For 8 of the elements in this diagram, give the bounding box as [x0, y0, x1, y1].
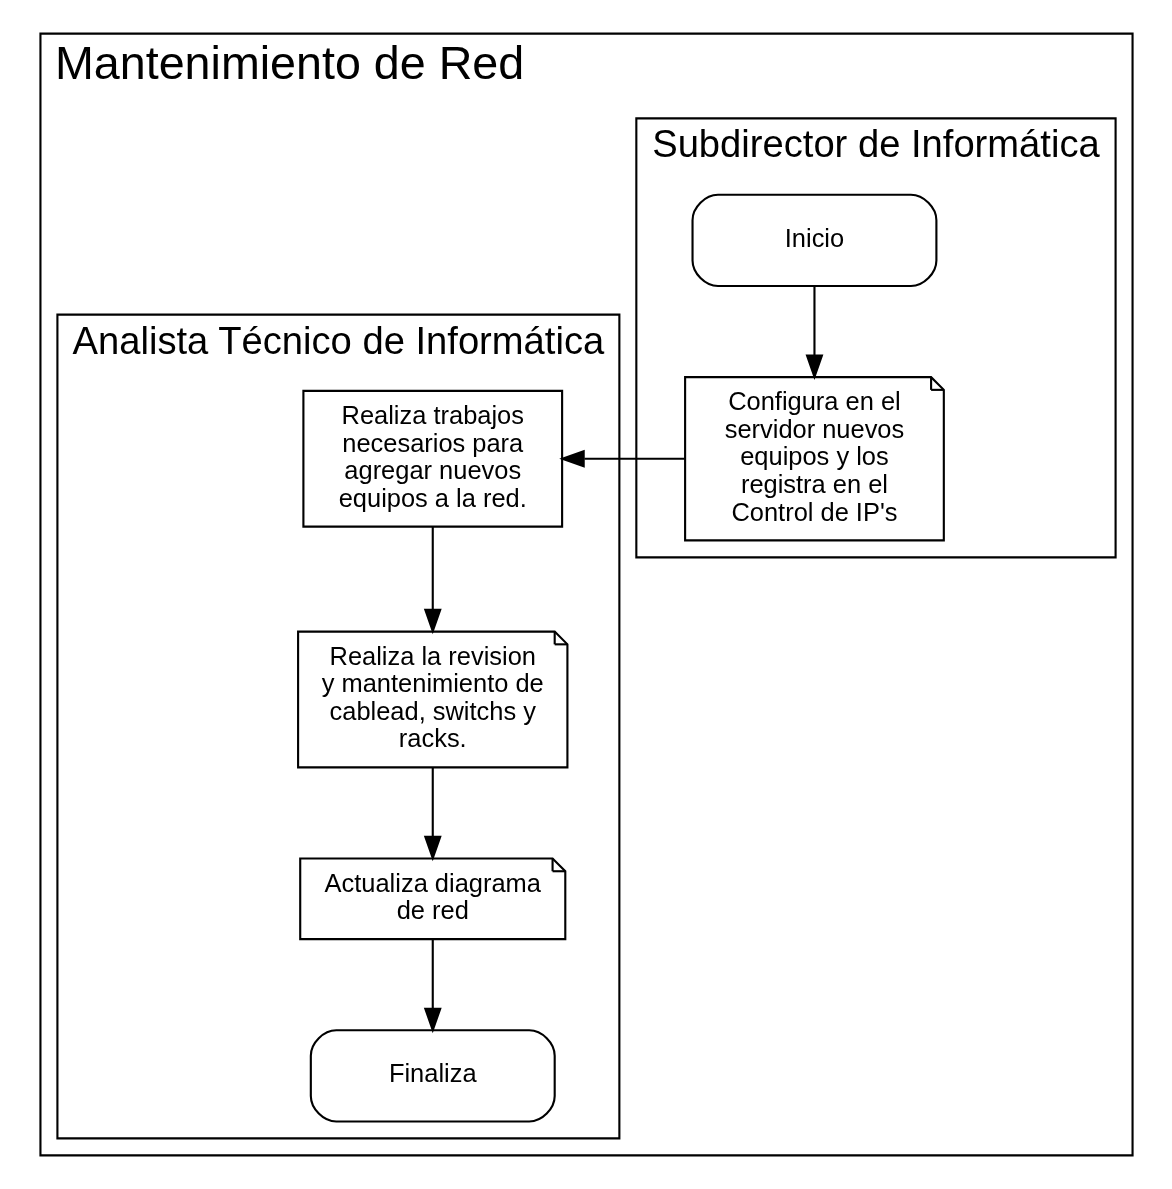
arrow: [558, 449, 685, 468]
node-box: Realiza trabajos necesarios para agregar nuevos equipos a la red.: [301, 389, 563, 528]
arrow: [805, 286, 823, 381]
arrow: [423, 526, 442, 635]
node-box: Inicio: [690, 193, 937, 287]
node-box: Finaliza: [309, 1029, 556, 1123]
arrow: [423, 939, 442, 1034]
arrow: [423, 767, 442, 862]
